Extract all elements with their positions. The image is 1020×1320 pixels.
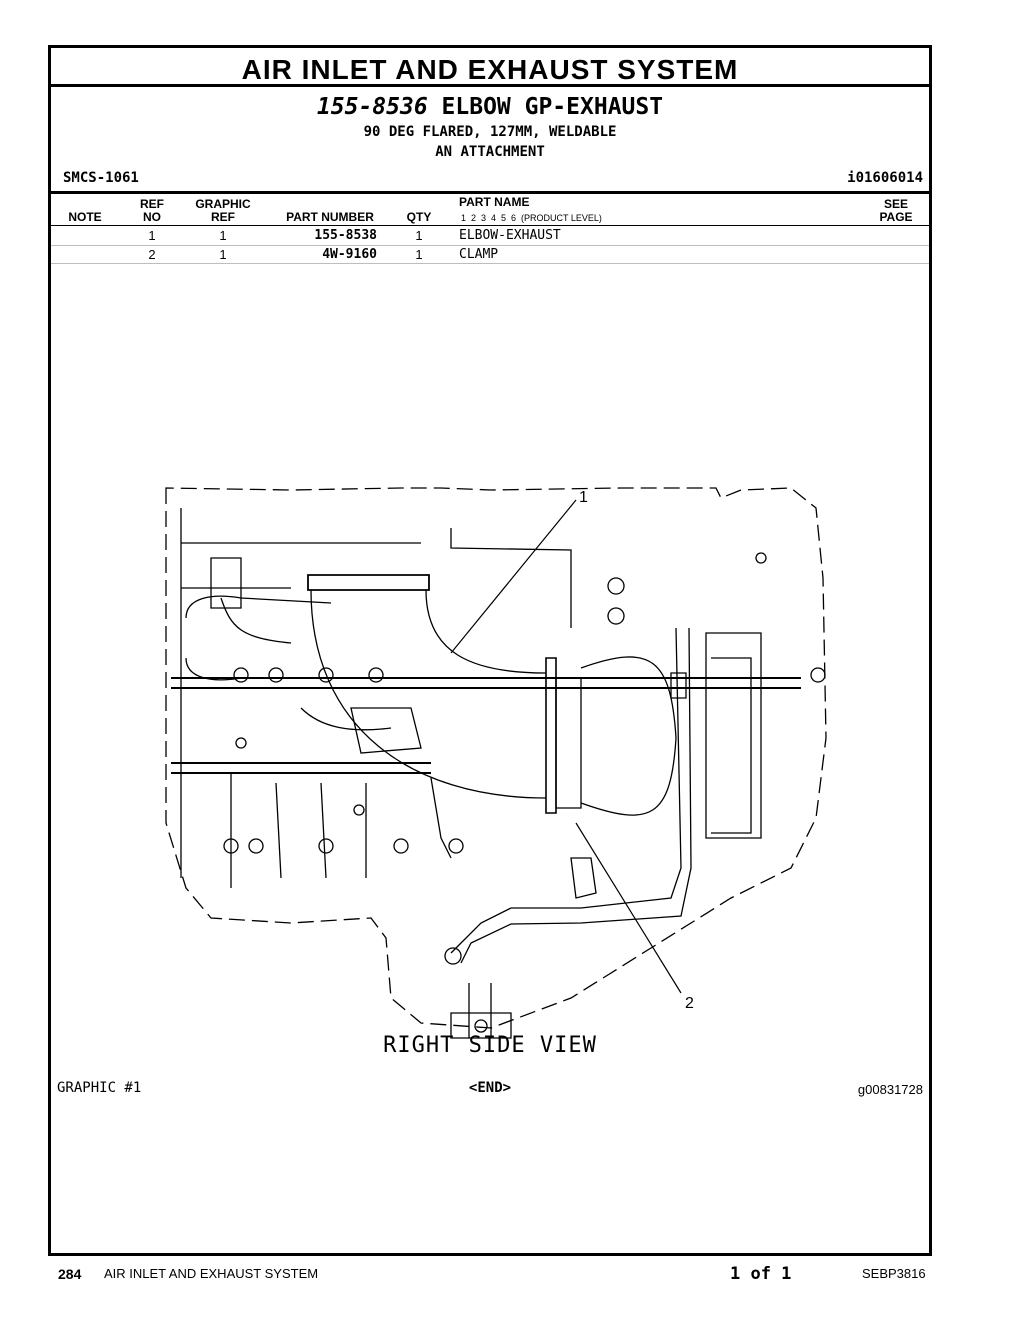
description-line-2: AN ATTACHMENT — [435, 144, 545, 160]
group-name: ELBOW GP-EXHAUST — [427, 94, 664, 120]
row-ref-no: 2 — [148, 247, 156, 262]
col-note: NOTE — [68, 210, 102, 224]
footer-page-number: 284 — [58, 1266, 82, 1282]
graphic-id: g00831728 — [857, 1082, 923, 1097]
row-graphic-ref: 1 — [219, 247, 227, 262]
end-marker: <END> — [468, 1080, 512, 1096]
footer-doc-id: SEBP3816 — [862, 1266, 926, 1281]
info-id: i01606014 — [847, 170, 923, 186]
col-graphic-top: GRAPHIC — [195, 197, 251, 211]
col-part-name: PART NAME — [459, 195, 530, 209]
graphic-label: GRAPHIC #1 — [57, 1080, 142, 1096]
smcs-code: SMCS-1061 — [63, 170, 139, 186]
callout-1: 1 — [579, 489, 588, 506]
footer-section: AIR INLET AND EXHAUST SYSTEM — [104, 1266, 319, 1281]
col-see-top: SEE — [883, 197, 908, 211]
row-divider — [51, 263, 929, 264]
footer-page-of: 1 of 1 — [730, 1264, 792, 1284]
drawing-caption: RIGHT SIDE VIEW — [383, 1033, 597, 1058]
col-part-number: PART NUMBER — [286, 210, 374, 224]
row-part-name: CLAMP — [459, 247, 499, 262]
col-qty: QTY — [406, 210, 432, 224]
row-part-name: ELBOW-EXHAUST — [459, 228, 561, 243]
col-product-levels: 1 2 3 4 5 6 (PRODUCT LEVEL) — [461, 213, 602, 223]
exhaust-elbow-drawing: 1 2 — [165, 487, 827, 1039]
row-part-number: 4W-9160 — [322, 247, 377, 262]
page-title: AIR INLET AND EXHAUST SYSTEM — [241, 54, 739, 85]
row-qty: 1 — [415, 247, 423, 262]
row-part-number: 155-8538 — [314, 228, 377, 243]
group-part-number: 155-8536 — [316, 94, 428, 120]
col-ref-top: REF — [140, 197, 164, 211]
col-see-bottom: PAGE — [879, 210, 913, 224]
description-line-1: 90 DEG FLARED, 127MM, WELDABLE — [363, 124, 617, 140]
group-title: 155-8536 ELBOW GP-EXHAUST — [51, 94, 929, 120]
table-header-rule — [51, 225, 929, 226]
callout-2: 2 — [685, 995, 694, 1012]
header-rule — [51, 191, 929, 194]
row-divider — [51, 245, 929, 246]
col-ref-bottom: NO — [143, 210, 161, 224]
row-ref-no: 1 — [148, 228, 156, 243]
title-rule — [51, 84, 929, 87]
page-frame: AIR INLET AND EXHAUST SYSTEM 155-8536 EL… — [48, 45, 932, 1256]
col-graphic-bottom: REF — [211, 210, 235, 224]
row-graphic-ref: 1 — [219, 228, 227, 243]
row-qty: 1 — [415, 228, 423, 243]
